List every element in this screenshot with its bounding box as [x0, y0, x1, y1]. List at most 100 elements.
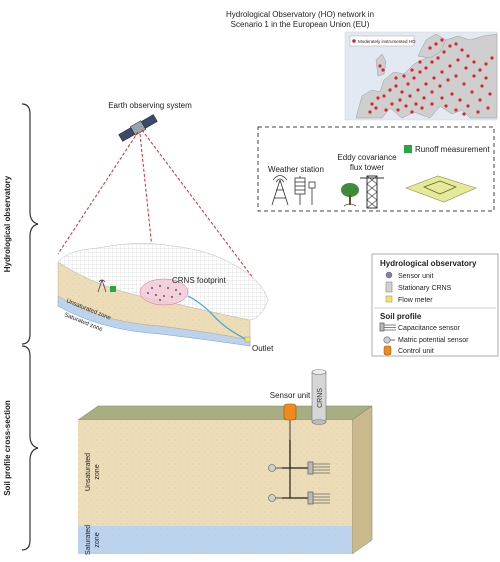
ho-dot: [408, 94, 412, 98]
ho-dot: [432, 76, 436, 80]
legend-flow-meter: Flow meter: [398, 297, 433, 304]
ho-dot: [458, 98, 462, 102]
catchment-weather-icon: [97, 279, 107, 293]
ho-dot: [400, 90, 404, 94]
map-title-line2: Scenario 1 in the European Union (EU): [231, 20, 370, 29]
ho-dot: [416, 88, 420, 92]
legend-soil-title: Soil profile: [380, 312, 422, 321]
map-legend-box: [349, 35, 415, 47]
ho-dot: [488, 92, 492, 96]
control-unit-icon: [383, 345, 392, 356]
ho-dot: [382, 94, 386, 98]
ho-dot: [490, 56, 494, 60]
legend-capacitance: Capacitance sensor: [398, 325, 461, 332]
ho-dot: [370, 102, 374, 106]
eddy-label-line1: Eddy covariance: [337, 153, 397, 162]
legend-ho-title: Hydrological observatory: [380, 259, 477, 268]
view-ray-left: [57, 131, 139, 255]
soil-side-face: [351, 405, 373, 555]
crns-footprint: [139, 278, 189, 306]
footprint-dot: [151, 287, 153, 289]
soil-top-face: [77, 405, 373, 421]
ho-dot: [440, 70, 444, 74]
ho-dot: [398, 98, 402, 102]
footprint-dots: [147, 285, 181, 301]
sat-label-line2: zone: [94, 532, 101, 547]
ho-dot: [402, 74, 406, 78]
satellite-label: Earth observing system: [108, 101, 192, 110]
ho-dot: [381, 68, 385, 72]
ho-dot: [466, 54, 470, 58]
ho-dot: [430, 102, 434, 106]
ho-dot: [406, 82, 410, 86]
legend-box: Hydrological observatory Sensor unit Sta…: [371, 253, 499, 357]
crns-cylinder: CRNS: [311, 369, 327, 425]
legend-sensor-unit: Sensor unit: [398, 273, 433, 280]
ho-dot: [440, 96, 444, 100]
ho-dot: [424, 66, 428, 70]
footprint-dot: [167, 287, 169, 289]
sensor-unit-label: Sensor unit: [270, 391, 311, 400]
flux-tower-icon: [341, 175, 384, 209]
ho-dot: [450, 92, 454, 96]
ho-dot: [466, 104, 470, 108]
ho-dot: [430, 60, 434, 64]
legend-stationary-crns: Stationary CRNS: [398, 285, 452, 292]
sensor-unit-icon: [385, 271, 393, 279]
weather-station-label: Weather station: [268, 165, 324, 174]
ho-dot: [484, 76, 488, 80]
ho-dot: [436, 56, 440, 60]
ho-dot: [384, 108, 388, 112]
unsat-label-line2: zone: [94, 464, 101, 479]
ho-dot: [446, 78, 450, 82]
bracket-top-label: Hydrological observatory: [3, 175, 12, 272]
ho-dot: [440, 38, 444, 42]
sensor-cable: [282, 440, 310, 499]
view-ray-right: [141, 129, 263, 291]
footprint-dot: [147, 292, 149, 294]
river: [187, 295, 249, 341]
ho-dot: [378, 64, 382, 68]
runoff-station-square: [110, 286, 116, 292]
ho-dot: [404, 104, 408, 108]
instrument-box: [257, 126, 495, 212]
ho-dot: [486, 106, 490, 110]
map-legend-dot: [352, 39, 356, 43]
unsat-label-line1: Unsaturated: [85, 453, 92, 491]
crns-label: CRNS: [317, 388, 324, 408]
matric-potential-icon: [383, 336, 395, 344]
crns-footprint-label: CRNS footprint: [172, 276, 227, 285]
eu-map-panel: Hydrological Observatory (HO) network in…: [226, 10, 498, 121]
europe-landmass: [355, 33, 498, 119]
ho-dot: [454, 108, 458, 112]
ho-dot: [428, 46, 432, 50]
ho-dot: [448, 44, 452, 48]
stationary-crns-icon: [385, 281, 393, 293]
ho-dot: [410, 68, 414, 72]
footprint-dot: [179, 293, 181, 295]
flow-meter-square: [244, 336, 251, 343]
ho-dot: [472, 60, 476, 64]
ho-dot: [454, 42, 458, 46]
ho-dot: [414, 102, 418, 106]
footprint-dot: [175, 289, 177, 291]
ho-dots: [368, 38, 494, 116]
ho-dot: [394, 84, 398, 88]
capacitance-sensor-lower: [307, 491, 330, 505]
legend-matric: Matric potential sensor: [398, 337, 469, 344]
capacitance-sensor-icon: [379, 322, 396, 332]
matric-sensor-lower: [268, 494, 282, 502]
satellite: Earth observing system: [57, 101, 263, 291]
footprint-dot: [159, 299, 161, 301]
ho-dot: [410, 110, 414, 114]
ho-dot: [374, 106, 378, 110]
ho-dot: [462, 82, 466, 86]
ho-dot: [422, 96, 426, 100]
ho-dot: [480, 84, 484, 88]
ho-dot: [412, 76, 416, 80]
saturated-block: [78, 526, 352, 554]
catchment-block: CRNS footprint Unsaturated zone Saturate…: [57, 243, 274, 353]
ho-dot: [448, 64, 452, 68]
matric-sensor-upper: [268, 464, 282, 472]
ho-dot: [470, 90, 474, 94]
